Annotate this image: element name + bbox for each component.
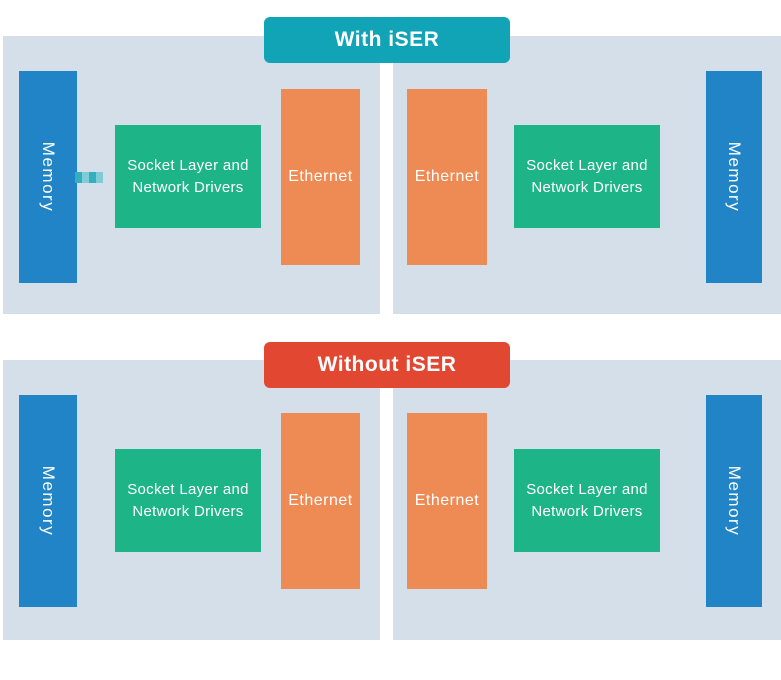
socket-label-line1: Socket Layer and [127, 156, 249, 174]
socket-label-line1: Socket Layer and [526, 156, 648, 174]
ethernet-block: Ethernet [407, 413, 487, 589]
without-iser-right-host-panel: Ethernet Socket Layer and Network Driver… [393, 360, 781, 640]
memory-dashed-connector [75, 172, 103, 183]
without-iser-left-host-panel: Memory Socket Layer and Network Drivers … [3, 360, 380, 640]
ethernet-label: Ethernet [288, 492, 353, 509]
socket-label-line1: Socket Layer and [526, 480, 648, 498]
socket-label-line2: Network Drivers [531, 178, 643, 196]
memory-label: Memory [725, 465, 744, 537]
without-iser-title: Without iSER [317, 353, 457, 376]
ethernet-label: Ethernet [288, 168, 353, 185]
ethernet-label: Ethernet [414, 492, 480, 509]
socket-layer-block: Socket Layer and Network Drivers [115, 125, 261, 228]
socket-label-line2: Network Drivers [531, 502, 643, 520]
with-iser-right-host-panel: Ethernet Socket Layer and Network Driver… [393, 36, 781, 314]
ethernet-label: Ethernet [414, 168, 480, 185]
memory-block: Memory [706, 395, 762, 607]
memory-block: Memory [19, 71, 77, 283]
ethernet-block: Ethernet [407, 89, 487, 265]
memory-label: Memory [725, 141, 744, 213]
socket-layer-block: Socket Layer and Network Drivers [115, 449, 261, 552]
socket-label-line1: Socket Layer and [127, 480, 249, 498]
with-iser-left-host-panel: Memory Socket Layer and Network Drivers … [3, 36, 380, 314]
with-iser-title: With iSER [334, 28, 440, 51]
socket-label-line2: Network Drivers [132, 178, 244, 196]
without-iser-header: Without iSER [264, 342, 510, 388]
with-iser-header: With iSER [264, 17, 510, 63]
memory-label: Memory [39, 141, 58, 213]
memory-block: Memory [706, 71, 762, 283]
socket-label-line2: Network Drivers [132, 502, 244, 520]
socket-layer-block: Socket Layer and Network Drivers [514, 449, 660, 552]
socket-layer-block: Socket Layer and Network Drivers [514, 125, 660, 228]
ethernet-block: Ethernet [281, 89, 360, 265]
memory-block: Memory [19, 395, 77, 607]
memory-label: Memory [39, 465, 58, 537]
ethernet-block: Ethernet [281, 413, 360, 589]
